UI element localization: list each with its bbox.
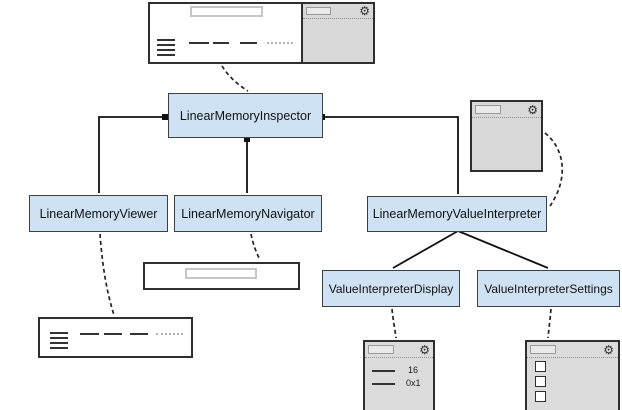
dashed-link-viewer-mockup bbox=[99, 233, 115, 316]
node-label: LinearMemoryValueInterpreter bbox=[372, 207, 542, 221]
header-separator bbox=[472, 117, 541, 118]
memory-rows-sketch bbox=[157, 39, 175, 41]
mockup-viewer-rows bbox=[38, 317, 193, 358]
address-input-sketch bbox=[190, 6, 263, 17]
node-value-interpreter-settings: ValueInterpreterSettings bbox=[477, 270, 620, 307]
header-separator bbox=[303, 18, 373, 19]
small-input-sketch bbox=[368, 345, 394, 354]
memory-rows-sketch bbox=[50, 347, 68, 349]
dashed-link-navigator-mockup bbox=[250, 233, 261, 261]
ascii-dots-sketch bbox=[267, 42, 293, 44]
byte-dash-sketch bbox=[80, 333, 99, 335]
ascii-dots-sketch bbox=[156, 333, 183, 335]
byte-dash-sketch bbox=[213, 42, 229, 44]
node-label: ValueInterpreterDisplay bbox=[328, 281, 454, 296]
node-linear-memory-value-interpreter: LinearMemoryValueInterpreter bbox=[367, 196, 547, 232]
memory-rows-sketch bbox=[50, 332, 68, 334]
small-input-sketch bbox=[530, 345, 556, 354]
node-label: ValueInterpreterSettings bbox=[484, 281, 613, 296]
mockup-inspector-ui: ⚙ bbox=[148, 2, 375, 64]
small-input-sketch bbox=[306, 7, 331, 15]
edge-inspector-interpreter bbox=[323, 116, 459, 194]
memory-rows-sketch bbox=[50, 342, 68, 344]
mockup-display-window: ⚙ 16 0x1 bbox=[363, 340, 435, 410]
interpreter-pane-sketch: ⚙ bbox=[301, 2, 375, 64]
dashed-link-display-window bbox=[391, 308, 397, 339]
checkbox-sketch bbox=[535, 361, 546, 372]
node-value-interpreter-display: ValueInterpreterDisplay bbox=[322, 270, 460, 307]
value-line-sketch bbox=[372, 383, 395, 385]
node-label: LinearMemoryViewer bbox=[39, 206, 158, 221]
gear-icon: ⚙ bbox=[603, 343, 614, 357]
gear-icon: ⚙ bbox=[419, 343, 430, 357]
memory-rows-sketch bbox=[157, 49, 175, 51]
mockup-navigator-bar bbox=[143, 262, 300, 290]
byte-dash-sketch bbox=[104, 333, 122, 335]
checkbox-sketch bbox=[535, 376, 546, 387]
byte-dash-sketch bbox=[240, 42, 257, 44]
dashed-link-settings-window bbox=[547, 308, 552, 339]
node-label: LinearMemoryNavigator bbox=[181, 206, 315, 221]
address-input-sketch bbox=[185, 268, 257, 279]
memory-rows-sketch bbox=[157, 44, 175, 46]
node-label: LinearMemoryInspector bbox=[179, 108, 312, 123]
gear-icon: ⚙ bbox=[527, 103, 538, 117]
value-line-sketch bbox=[372, 370, 395, 372]
value-hex: 0x1 bbox=[406, 378, 421, 388]
node-linear-memory-viewer: LinearMemoryViewer bbox=[29, 195, 168, 232]
small-input-sketch bbox=[475, 105, 501, 114]
value-decimal: 16 bbox=[408, 365, 419, 375]
byte-dash-sketch bbox=[189, 42, 209, 44]
dashed-link-window-interpreter bbox=[544, 132, 563, 207]
edge-interpreter-settings bbox=[457, 230, 549, 269]
header-separator bbox=[365, 357, 433, 358]
edge-interpreter-display bbox=[392, 230, 459, 269]
byte-dash-sketch bbox=[130, 333, 148, 335]
memory-rows-sketch bbox=[50, 337, 68, 339]
checkbox-sketch bbox=[535, 391, 546, 402]
node-linear-memory-inspector: LinearMemoryInspector bbox=[168, 93, 323, 138]
header-separator bbox=[527, 357, 618, 358]
mockup-settings-window: ⚙ bbox=[525, 340, 620, 410]
node-linear-memory-navigator: LinearMemoryNavigator bbox=[174, 195, 322, 232]
memory-rows-sketch bbox=[157, 54, 175, 56]
mockup-interpreter-window: ⚙ bbox=[470, 100, 543, 172]
edge-inspector-viewer bbox=[98, 116, 168, 193]
gear-icon: ⚙ bbox=[359, 4, 370, 18]
dashed-link-topmockup-inspector bbox=[221, 65, 249, 92]
